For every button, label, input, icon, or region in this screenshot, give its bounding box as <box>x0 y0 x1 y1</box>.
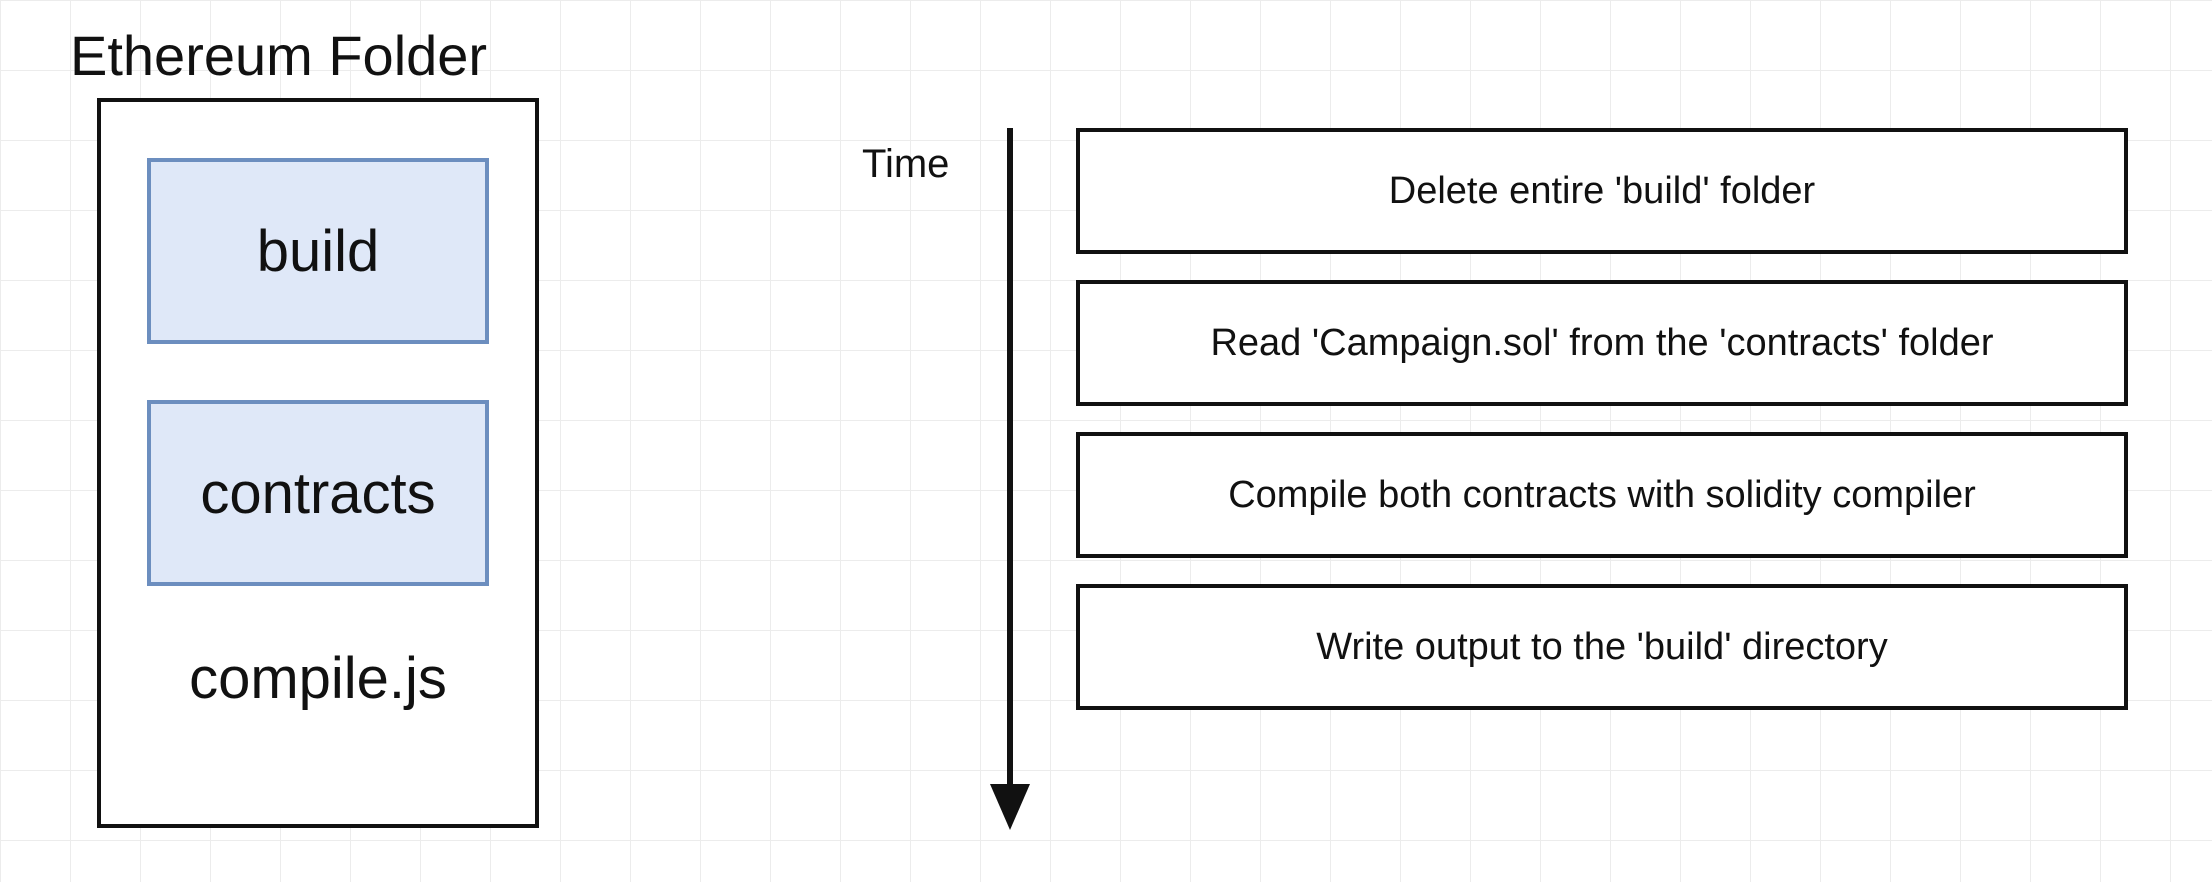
build-folder: build <box>147 158 489 344</box>
step-compile-contracts: Compile both contracts with solidity com… <box>1076 432 2128 558</box>
time-axis-label: Time <box>862 142 950 186</box>
step-read-campaign: Read 'Campaign.sol' from the 'contracts'… <box>1076 280 2128 406</box>
time-arrow-icon <box>990 128 1030 830</box>
step-write-output: Write output to the 'build' directory <box>1076 584 2128 710</box>
folder-title: Ethereum Folder <box>70 24 488 87</box>
step-delete-build: Delete entire 'build' folder <box>1076 128 2128 254</box>
compile-js-file: compile.js <box>189 645 447 711</box>
contracts-folder: contracts <box>147 400 489 586</box>
